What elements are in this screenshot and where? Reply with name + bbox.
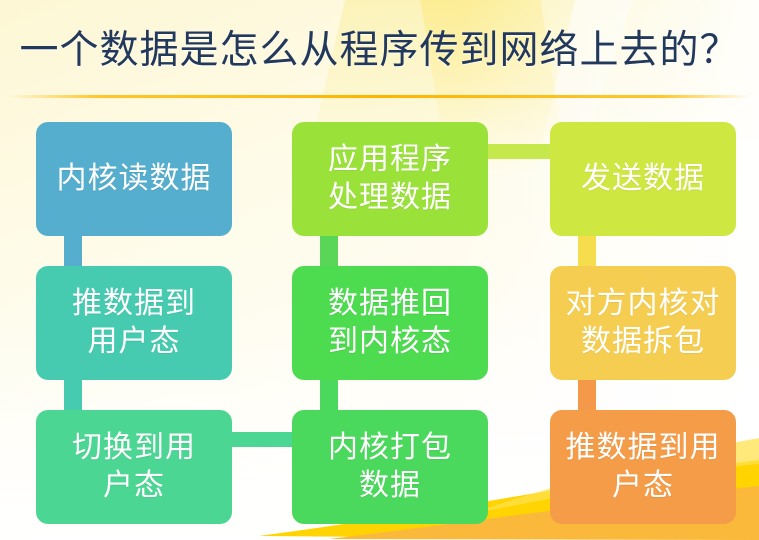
flow-node-push-data-to-user-mode-peer[interactable]: 推数据到用户态 bbox=[550, 410, 736, 524]
flow-connector-c3-r1-to-r2 bbox=[578, 236, 596, 266]
flow-node-label: 内核打包数据 bbox=[328, 429, 452, 505]
flow-connector-c3-r2-to-r3 bbox=[578, 380, 596, 410]
flow-node-push-data-to-user-mode[interactable]: 推数据到用户态 bbox=[36, 266, 232, 380]
flow-node-label-line: 内核读数据 bbox=[56, 162, 212, 195]
flow-node-label: 推数据到用户态 bbox=[566, 429, 721, 505]
flow-node-label-line: 推数据到用 bbox=[565, 431, 721, 464]
flow-node-label-line: 户态 bbox=[612, 469, 674, 502]
flow-node-label-line: 内核打包 bbox=[328, 431, 452, 464]
flow-node-label-line: 用户态 bbox=[87, 325, 181, 358]
flow-connector-c2-r1-to-r2 bbox=[320, 236, 338, 266]
flow-node-label-line: 应用程序 bbox=[328, 143, 452, 176]
flow-connector-c1-r1-to-r2 bbox=[64, 236, 82, 266]
flow-node-label-line: 处理数据 bbox=[328, 181, 452, 214]
flow-node-label-line: 户态 bbox=[103, 469, 165, 502]
flow-node-app-process-data[interactable]: 应用程序处理数据 bbox=[292, 122, 488, 236]
flow-node-kernel-packs-data[interactable]: 内核打包数据 bbox=[292, 410, 488, 524]
flow-node-label-line: 数据推回 bbox=[328, 287, 452, 320]
flow-node-label: 数据推回到内核态 bbox=[328, 285, 452, 361]
flow-node-switch-to-user-mode[interactable]: 切换到用户态 bbox=[36, 410, 232, 524]
flow-connector-c1-r3-to-c2-r3 bbox=[232, 432, 292, 447]
flow-node-kernel-read-data[interactable]: 内核读数据 bbox=[36, 122, 232, 236]
flow-connector-c1-r2-to-r3 bbox=[64, 380, 82, 410]
flow-connector-c2-r2-to-r3 bbox=[320, 380, 338, 410]
flow-node-label-line: 数据拆包 bbox=[581, 325, 705, 358]
flow-node-data-push-back-to-kernel-mode[interactable]: 数据推回到内核态 bbox=[292, 266, 488, 380]
flow-node-label-line: 到内核态 bbox=[328, 325, 452, 358]
flow-node-label: 应用程序处理数据 bbox=[328, 141, 452, 217]
flow-node-peer-kernel-unpacks-data[interactable]: 对方内核对数据拆包 bbox=[550, 266, 736, 380]
flow-connector-c2-r1-to-c3-r1 bbox=[488, 144, 550, 159]
title-divider-rule bbox=[8, 95, 751, 98]
flow-node-label: 发送数据 bbox=[581, 160, 705, 198]
flow-node-label-line: 发送数据 bbox=[581, 162, 705, 195]
flow-node-label-line: 推数据到 bbox=[72, 287, 196, 320]
flow-node-label: 对方内核对数据拆包 bbox=[566, 285, 721, 361]
page-title: 一个数据是怎么从程序传到网络上去的？ bbox=[19, 29, 740, 72]
flow-node-label: 内核读数据 bbox=[57, 160, 212, 198]
flow-node-send-data[interactable]: 发送数据 bbox=[550, 122, 736, 236]
flow-node-label-line: 数据 bbox=[359, 469, 421, 502]
flow-node-label: 推数据到用户态 bbox=[72, 285, 196, 361]
flow-node-label: 切换到用户态 bbox=[72, 429, 196, 505]
flow-node-label-line: 切换到用 bbox=[72, 431, 196, 464]
flow-node-label-line: 对方内核对 bbox=[565, 287, 721, 320]
